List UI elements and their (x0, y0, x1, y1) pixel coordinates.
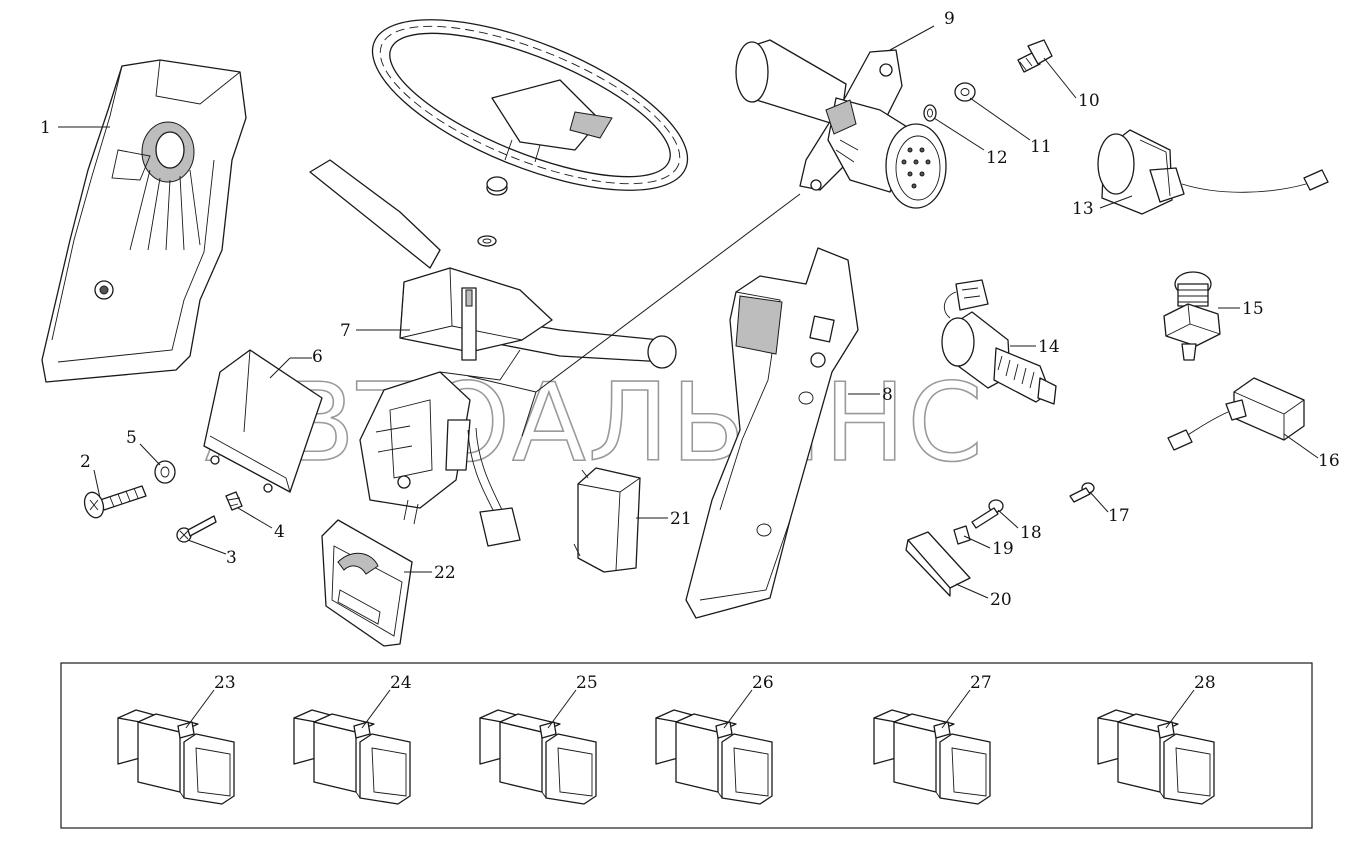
callout-26: 26 (752, 673, 774, 693)
part-6-cover (203, 349, 323, 493)
switch-panel-frame (60, 662, 1313, 829)
switch-24: 24 (293, 673, 412, 805)
callout-19: 19 (992, 539, 1014, 559)
part-9-ignition-lock (735, 39, 947, 209)
callout-22: 22 (434, 563, 456, 583)
callout-13: 13 (1072, 199, 1094, 219)
watermark-text: АВТОАЛЬЯНС (205, 361, 985, 486)
part-10-bolt (1017, 39, 1053, 73)
callout-4: 4 (274, 522, 285, 542)
switch-25: 25 (479, 673, 598, 805)
callout-16: 16 (1318, 451, 1340, 471)
callout-5: 5 (126, 428, 137, 448)
switch-27: 27 (873, 673, 992, 805)
part-22-bracket (321, 519, 413, 647)
callout-11: 11 (1030, 137, 1052, 157)
part-18-screw (971, 499, 1004, 529)
callout-12: 12 (986, 148, 1008, 168)
callout-23: 23 (214, 673, 236, 693)
switch-28: 28 (1097, 673, 1216, 805)
part-20-cap (905, 531, 971, 597)
callout-21: 21 (670, 509, 692, 529)
part-11-washer (954, 82, 976, 102)
callout-labels: 1 2 3 4 5 6 7 8 9 10 11 12 13 14 15 16 1… (40, 9, 1340, 610)
callout-8: 8 (882, 385, 893, 405)
callout-7: 7 (340, 321, 351, 341)
callout-18: 18 (1020, 523, 1042, 543)
callout-25: 25 (576, 673, 598, 693)
part-14-sensor (941, 279, 1057, 405)
callout-10: 10 (1078, 91, 1100, 111)
callout-9: 9 (944, 9, 955, 29)
part-1-upper-shroud (41, 59, 247, 383)
part-13-buzzer (1097, 129, 1329, 215)
callout-14: 14 (1038, 337, 1060, 357)
callout-27: 27 (970, 673, 992, 693)
switch-row: 23 24 25 26 27 28 (117, 673, 1216, 805)
callout-15: 15 (1242, 299, 1264, 319)
part-17-screw (1069, 482, 1095, 503)
steering-wheel (371, 19, 689, 191)
part-21-module (573, 467, 641, 573)
part-5-washer (154, 460, 176, 484)
shaft-nut (477, 176, 508, 247)
callout-6: 6 (312, 347, 323, 367)
callout-24: 24 (390, 673, 412, 693)
switch-23: 23 (117, 673, 236, 805)
callout-28: 28 (1194, 673, 1216, 693)
part-8-lower-shroud (685, 247, 859, 619)
callout-3: 3 (226, 548, 237, 568)
callout-1: 1 (40, 118, 51, 138)
part-3-screw (176, 515, 217, 543)
callout-2: 2 (80, 452, 91, 472)
part-2-screw (83, 485, 147, 519)
part-15-switch (1163, 271, 1221, 361)
switch-26: 26 (655, 673, 774, 805)
part-19-clip (953, 525, 971, 545)
callout-17: 17 (1108, 506, 1130, 526)
part-12-ring (923, 104, 937, 122)
part-16-connector (1167, 377, 1305, 451)
callout-20: 20 (990, 590, 1012, 610)
leader-lines (58, 25, 1319, 599)
part-7-combination-switch (309, 159, 677, 547)
part-4-clip (225, 491, 243, 511)
